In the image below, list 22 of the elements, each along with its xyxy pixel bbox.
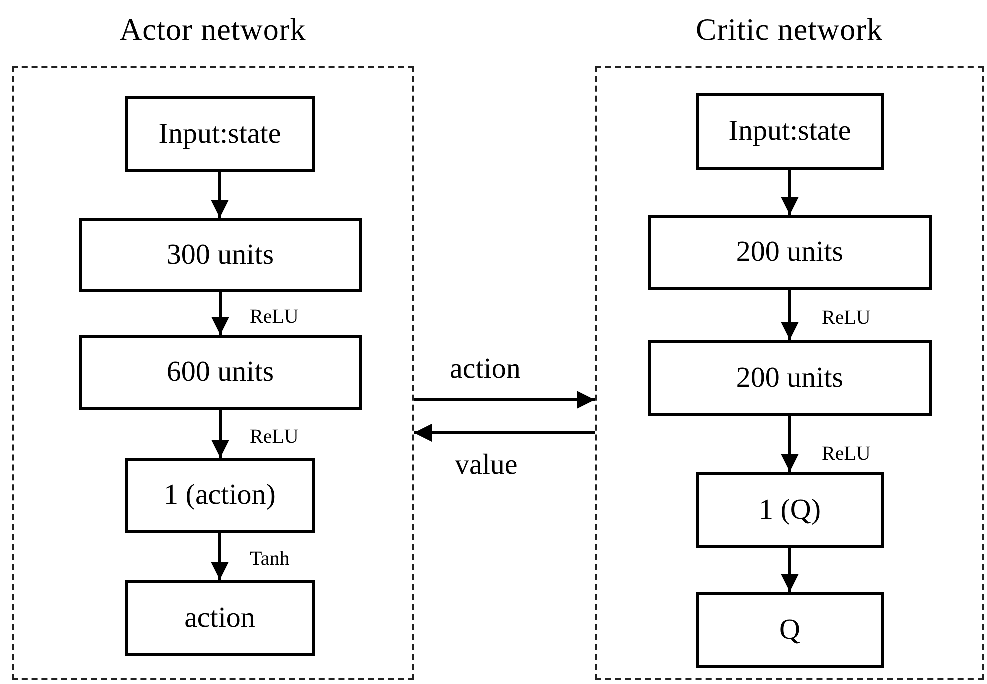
arrow <box>212 410 230 458</box>
layer-box: Input:state <box>696 93 884 170</box>
layer-box: action <box>125 580 315 656</box>
arrow <box>781 290 799 340</box>
arrow <box>212 292 230 335</box>
layer-box: 1 (Q) <box>696 472 884 548</box>
layer-box: 1 (action) <box>125 458 315 533</box>
layer-box: 200 units <box>648 340 932 416</box>
network-title: Actor network <box>120 12 306 48</box>
network-title: Critic network <box>696 12 883 48</box>
layer-box: 300 units <box>79 218 362 292</box>
layer-box: Q <box>696 592 884 668</box>
arrow <box>211 172 229 218</box>
arrow <box>781 170 799 215</box>
layer-box: 600 units <box>79 335 362 410</box>
arrow <box>414 391 595 409</box>
arrow <box>781 416 799 472</box>
arrow <box>211 533 229 580</box>
layer-box: 200 units <box>648 215 932 290</box>
layer-box: Input:state <box>125 96 315 172</box>
arrow <box>414 424 595 442</box>
arrow <box>781 548 799 592</box>
